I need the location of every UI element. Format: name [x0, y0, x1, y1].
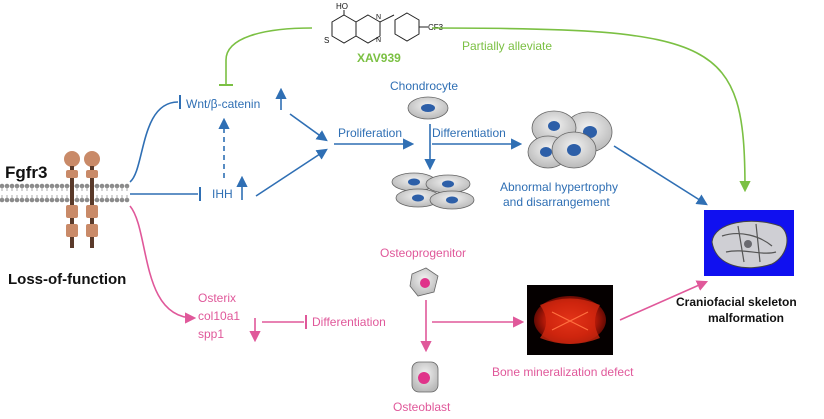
compound-name: XAV939	[357, 51, 401, 65]
osteo-differentiation-label: Differentiation	[312, 315, 386, 329]
mutation-label: Loss-of-function	[8, 271, 126, 288]
bone-mineralization-image	[527, 285, 613, 355]
arrow-chondro-to-result	[613, 145, 708, 206]
arrow-alleviate	[431, 27, 751, 193]
wnt-label: Wnt/β-catenin	[186, 97, 260, 111]
osteoblast-label: Osteoblast	[393, 400, 451, 414]
structure-sulfur: S	[324, 36, 329, 45]
osteoprogenitor-label: Osteoprogenitor	[380, 246, 466, 260]
result-line2: malformation	[708, 311, 784, 325]
arrow-wnt-proliferation	[289, 113, 328, 142]
structure-n-top: N	[376, 14, 381, 21]
arrow-fgfr3-osterix	[129, 205, 197, 324]
inhibition-fgfr3-wnt	[129, 101, 179, 183]
proliferating-chondrocytes	[391, 172, 475, 210]
inhibition-xav939-wnt	[225, 27, 313, 84]
arrow-bone-to-result	[619, 280, 709, 321]
chondrocyte-cell	[407, 96, 449, 120]
chondro-outcome-line2: and disarrangement	[503, 195, 610, 209]
osteo-gene-osterix: Osterix	[198, 291, 236, 305]
osteo-gene-col10a1: col10a1	[198, 309, 240, 323]
structure-n-bottom: N	[376, 37, 381, 44]
chondrocyte-label: Chondrocyte	[390, 79, 458, 93]
fgfr3-receptor-left	[64, 151, 80, 248]
xav939-structure	[331, 10, 428, 44]
fgfr3-receptor-right	[84, 151, 100, 248]
craniofacial-skull-image	[704, 210, 794, 276]
chondro-differentiation-label: Differentiation	[432, 126, 506, 140]
osteoprogenitor-cell	[409, 267, 439, 297]
result-line1: Craniofacial skeleton	[676, 295, 797, 309]
compound-effect: Partially alleviate	[462, 39, 552, 53]
receptor-name: Fgfr3	[5, 163, 48, 182]
hypertrophic-chondrocytes	[527, 110, 613, 169]
ihh-label: IHH	[212, 187, 233, 201]
structure-hydroxyl: HO	[336, 2, 348, 11]
arrow-ihh-proliferation	[255, 148, 328, 197]
osteo-gene-spp1: spp1	[198, 327, 224, 341]
chondro-outcome-line1: Abnormal hypertrophy	[500, 180, 618, 194]
osteoblast-cell	[411, 361, 439, 393]
cell-membrane	[0, 183, 130, 203]
osteo-outcome-label: Bone mineralization defect	[492, 365, 634, 379]
proliferation-label: Proliferation	[338, 126, 402, 140]
